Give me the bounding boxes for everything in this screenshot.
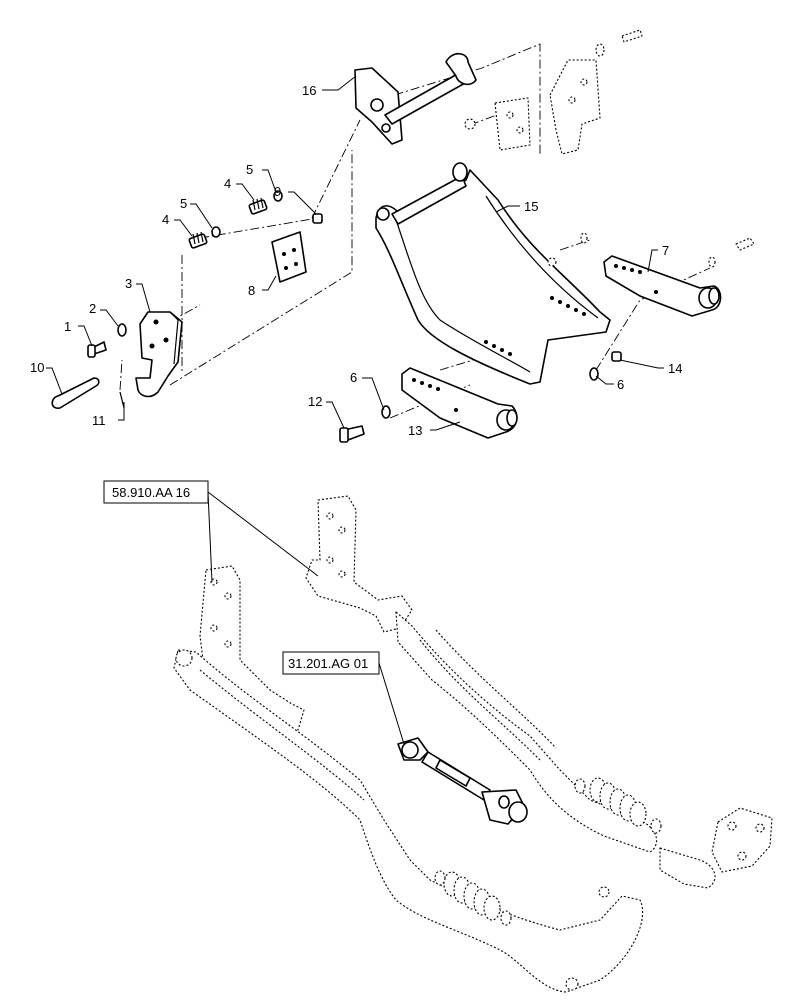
callout-9: 9: [274, 184, 281, 199]
callout-15: 15: [524, 199, 538, 214]
part-13-link-bar: [401, 367, 518, 439]
lower-link-holes: [412, 378, 458, 412]
callout-12: 12: [308, 394, 322, 409]
callout-6a: 6: [350, 370, 357, 385]
callout-5a: 5: [180, 196, 187, 211]
callout-16: 16: [302, 83, 316, 98]
lower-assembly-ghost: [173, 495, 773, 993]
part-15-lift-arm: [375, 162, 611, 385]
callout-6b: 6: [617, 377, 624, 392]
studs-and-washers: [188, 190, 323, 249]
reference-31-201[interactable]: 31.201.AG 01: [282, 651, 405, 745]
frame-brackets-ghost: [494, 59, 601, 155]
drive-shaft: [397, 737, 528, 825]
part-8-plate: [271, 231, 307, 283]
arm-holes-upper: [550, 296, 586, 316]
callout-2: 2: [89, 301, 96, 316]
callout-10: 10: [30, 360, 44, 375]
left-spring: [434, 870, 512, 926]
link-holes: [614, 264, 658, 294]
reference-31-201-label[interactable]: 31.201.AG 01: [288, 656, 368, 671]
reference-58-910[interactable]: 58.910.AA 16: [103, 480, 319, 583]
reference-58-910-label[interactable]: 58.910.AA 16: [112, 485, 190, 500]
part-3-hook-plate: [135, 311, 183, 398]
arm-holes-lower: [484, 340, 512, 356]
callout-5b: 5: [246, 162, 253, 177]
bolt-and-washer: [87, 323, 127, 358]
callout-14: 14: [668, 361, 682, 376]
part-7-hardware: [547, 232, 755, 268]
callout-8: 8: [248, 283, 255, 298]
part-16-bracket-with-pin: [354, 52, 477, 145]
callout-11: 11: [92, 413, 106, 428]
callout-3: 3: [125, 276, 132, 291]
callout-7: 7: [662, 243, 669, 258]
callout-4a: 4: [162, 212, 169, 227]
right-spring: [574, 777, 662, 834]
part-7-link-bar: [603, 255, 722, 317]
callout-1: 1: [64, 319, 71, 334]
callout-13: 13: [408, 423, 422, 438]
callout-numbers: 1 2 3 4 4 5 5 9 8 10 11 16 15 7 14 6 6 1…: [30, 83, 682, 438]
top-right-hardware: [464, 29, 643, 130]
callout-4b: 4: [224, 176, 231, 191]
callout-leaders: [46, 75, 664, 431]
hook-pin: [51, 377, 125, 409]
